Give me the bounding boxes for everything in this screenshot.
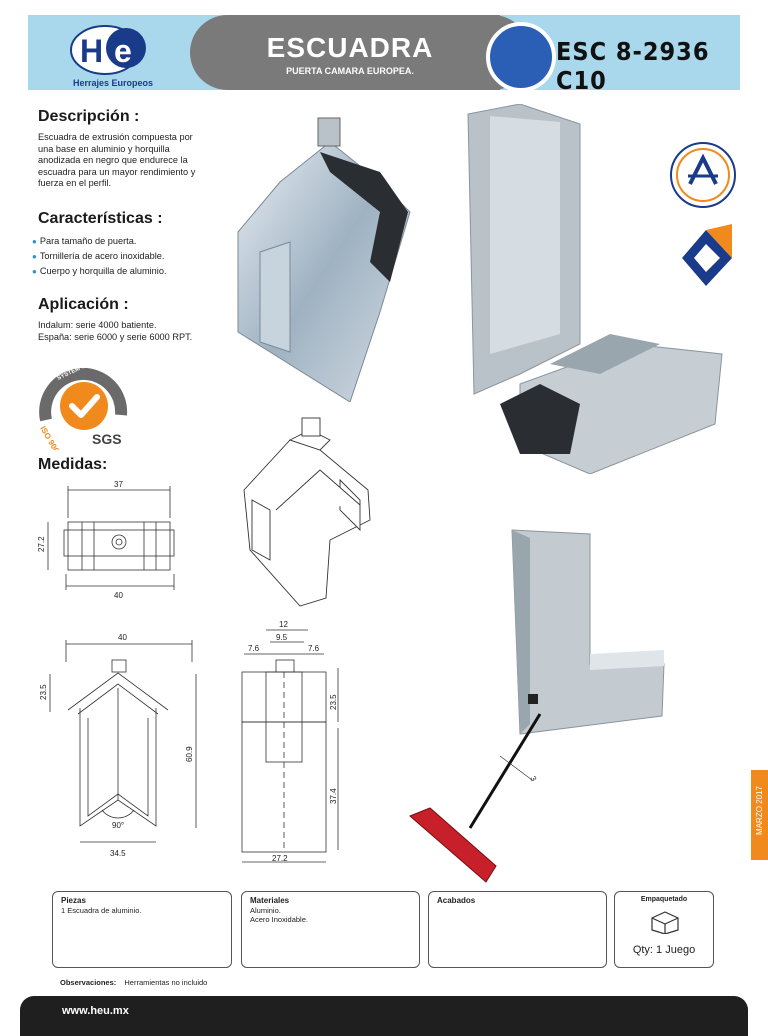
seal-brand-text: SGS (92, 431, 122, 447)
pieces-body: 1 Escuadra de aluminio. (61, 906, 142, 915)
dim-side-lower: 37.4 (329, 788, 338, 804)
dim-tool-size: 3 (528, 775, 538, 784)
date-label: MARZO 2017 (755, 786, 764, 835)
application-heading: Aplicación : (38, 296, 129, 313)
front-view-drawing: 40 23.5 60.9 90° 34.5 (39, 633, 197, 858)
sgs-certification-seal: SYSTEM CERTIFICATION ISO 9001 SGS (38, 360, 128, 451)
brand-logo: H e (70, 25, 146, 75)
feature-item: Para tamaño de puerta. (32, 234, 212, 249)
dim-side-top: 12 (279, 620, 288, 629)
seal-iso-text: ISO 9001 (38, 425, 63, 451)
features-list: Para tamaño de puerta. Tornillería de ac… (32, 234, 212, 279)
pieces-title: Piezas (61, 896, 86, 905)
dim-front-width: 40 (118, 633, 127, 642)
dim-top-height: 27.2 (37, 536, 46, 552)
svg-text:e: e (114, 33, 132, 69)
svg-text:H: H (80, 33, 103, 69)
amm-badge-icon (670, 142, 736, 208)
features-heading: Características : (38, 210, 163, 227)
pieces-box: Piezas 1 Escuadra de aluminio. (52, 891, 232, 968)
dim-front-right-height: 60.9 (185, 746, 194, 762)
hex-key-tool: 3 (409, 713, 542, 883)
description-heading: Descripción : (38, 108, 140, 125)
bracket-3d-render (237, 117, 411, 402)
dim-front-angle: 90° (112, 821, 124, 830)
dim-front-base: 34.5 (110, 849, 126, 858)
dim-side-right: 7.6 (308, 644, 320, 653)
observations-label: Observaciones: (60, 978, 117, 987)
header-circle-icon (486, 22, 556, 92)
page-subtitle: PUERTA CAMARA EUROPEA. (286, 66, 414, 76)
packing-box: Empaquetado Qty: 1 Juego (614, 891, 714, 968)
footer-url[interactable]: www.heu.mx (62, 1005, 129, 1017)
product-code: ESC 8-2936 C10 (556, 37, 710, 95)
header-title-band (190, 15, 500, 90)
side-view-drawing: 12 9.5 7.6 7.6 23.5 37.4 27.2 (241, 620, 339, 863)
top-view-drawing: 37 27.2 40 (37, 480, 175, 600)
finishes-box: Acabados (428, 891, 607, 968)
description-text: Escuadra de extrusión compuesta por una … (38, 132, 196, 188)
material-line: Acero Inoxidable. (250, 915, 308, 924)
packing-qty: Qty: 1 Juego (632, 944, 696, 956)
feature-item: Tornillería de acero inoxidable. (32, 249, 212, 264)
dim-top-width: 37 (114, 480, 123, 489)
materials-title: Materiales (250, 896, 290, 905)
dim-front-left-height: 23.5 (39, 684, 48, 700)
date-tab: MARZO 2017 (751, 770, 768, 860)
application-line: España: serie 6000 y serie 6000 RPT. (38, 332, 193, 342)
cube-logo-icon (682, 224, 732, 286)
brand-name: Herrajes Europeos (72, 78, 154, 88)
observations-text: Herramientas no incluido (124, 978, 208, 987)
dim-side-inner: 9.5 (276, 633, 288, 642)
installed-bracket-render (511, 529, 665, 735)
bracket-line-drawing (243, 417, 371, 607)
material-line: Aluminio. (250, 906, 281, 915)
box-package-icon (651, 911, 679, 934)
measures-heading: Medidas: (38, 456, 108, 473)
feature-item: Cuerpo y horquilla de aluminio. (32, 264, 212, 279)
materials-body: Aluminio. Acero Inoxidable. (250, 906, 308, 924)
dim-side-base: 27.2 (272, 854, 288, 863)
observations: Observaciones: Herramientas no incluido (60, 978, 207, 987)
page-title: ESCUADRA (266, 32, 434, 63)
dim-side-left: 7.6 (248, 644, 260, 653)
application-line: Indalum: serie 4000 batiente. (38, 320, 157, 330)
footer-bar (20, 996, 748, 1036)
finishes-title: Acabados (437, 896, 476, 905)
packing-title: Empaquetado (640, 896, 688, 903)
dim-side-upper: 23.5 (329, 694, 338, 710)
materials-box: Materiales Aluminio. Acero Inoxidable. (241, 891, 420, 968)
dim-top-bottom: 40 (114, 591, 123, 600)
frame-assembly-render (467, 104, 723, 474)
